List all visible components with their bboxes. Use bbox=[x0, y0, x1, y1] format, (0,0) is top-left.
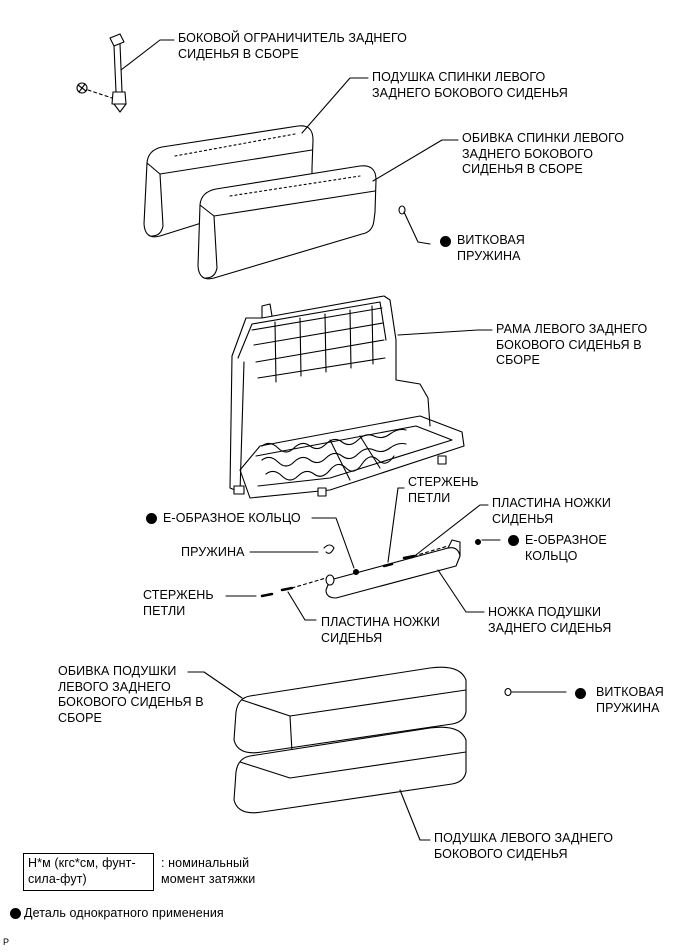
lower-hog-ring-drawing bbox=[504, 687, 512, 697]
upper-hog-ring-drawing bbox=[398, 205, 406, 215]
cushion-leg-drawing bbox=[260, 538, 482, 599]
single-use-marker-e-ring-left bbox=[146, 513, 157, 524]
page-identifier: P bbox=[3, 937, 10, 947]
seatback-pad-drawing bbox=[143, 125, 314, 238]
single-use-marker-upper-hog-ring bbox=[440, 236, 451, 247]
single-use-legend-marker bbox=[10, 908, 21, 919]
cushion-pad-drawing bbox=[233, 726, 467, 814]
single-use-legend-text: Деталь однократного применения bbox=[24, 906, 224, 920]
cushion-cover-drawing bbox=[233, 666, 467, 754]
torque-legend-box: Н*м (кгс*см, фунт-сила-фут) bbox=[23, 853, 154, 891]
side-restraint-drawing bbox=[76, 33, 127, 113]
single-use-marker-lower-hog-ring bbox=[575, 688, 586, 699]
torque-units-text: Н*м (кгс*см, фунт-сила-фут) bbox=[28, 856, 136, 886]
seat-frame-drawing bbox=[229, 295, 465, 499]
label-spring: ПРУЖИНА bbox=[181, 545, 245, 559]
seatback-cover-drawing bbox=[197, 165, 377, 280]
leader-lines bbox=[120, 39, 567, 841]
single-use-marker-e-ring-right bbox=[508, 535, 519, 546]
label-e-ring-left: E-ОБРАЗНОЕ КОЛЬЦО bbox=[163, 511, 301, 525]
